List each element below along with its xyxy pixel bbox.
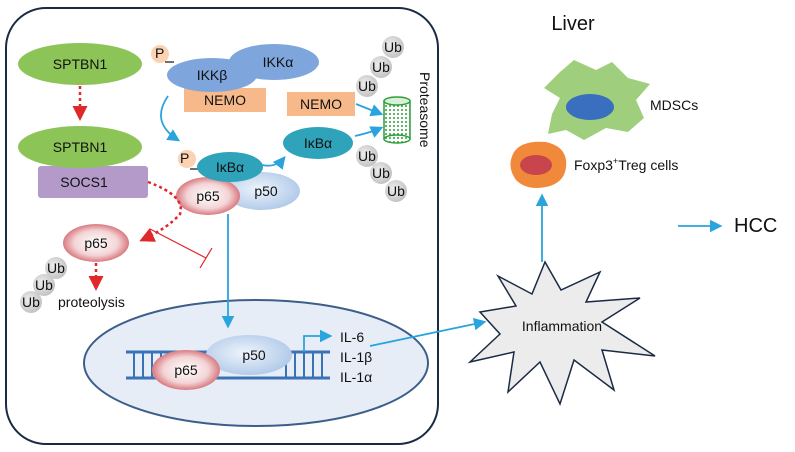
il6-label: IL-6: [340, 329, 364, 345]
ikba-to-proteasome-arrow: [354, 126, 384, 138]
sptbn1-mid-label: SPTBN1: [53, 139, 108, 155]
socs1-to-p65-arrow: [139, 180, 183, 242]
ub-label: Ub: [358, 78, 376, 94]
socs1-node: SOCS1: [38, 166, 148, 198]
liver-label: Liver: [551, 13, 595, 35]
ub-label: Ub: [372, 59, 390, 75]
proteasome-icon: [383, 96, 411, 144]
p65-ub-label: p65: [84, 235, 108, 251]
ikba-free-label: IκBα: [304, 135, 332, 151]
nemo-free-label: NEMO: [300, 96, 342, 112]
cytokine-to-inflammation-arrow: [369, 317, 487, 347]
ikk-to-ikba-arrow: [160, 95, 181, 142]
ikk-phospho-label: P: [155, 45, 164, 61]
p65-ub-node: p65 Ub Ub Ub: [20, 224, 129, 313]
mdscs-label: MDSCs: [650, 97, 698, 113]
ub-label: Ub: [35, 277, 53, 293]
treg-cell: [510, 141, 567, 188]
ikkb-label: IKKβ: [197, 67, 228, 83]
ikba-release-arrow: [261, 156, 286, 170]
il1a-label: IL-1α: [340, 369, 372, 385]
proteasome-label: Proteasome: [417, 72, 433, 148]
ub-chain-top: Ub Ub Ub: [356, 36, 404, 97]
proteolysis-label: proteolysis: [58, 294, 125, 310]
inhibition-line: [149, 228, 213, 269]
ub-label: Ub: [372, 165, 390, 181]
ikk-complex: P NEMO IKKα IKKβ: [151, 44, 319, 112]
ikka-label: IKKα: [263, 54, 294, 70]
inflammation-burst: Inflammation: [467, 260, 656, 407]
p50-nuc-label: p50: [242, 347, 266, 363]
p65-nuc-label: p65: [174, 362, 198, 378]
ub-label: Ub: [384, 39, 402, 55]
il1b-label: IL-1β: [340, 349, 372, 365]
socs1-label: SOCS1: [60, 174, 108, 190]
p65-cyto-label: p65: [196, 188, 220, 204]
ub-label: Ub: [358, 148, 376, 164]
ikba-phospho-label: P: [180, 150, 189, 166]
nfkb-nucleus-complex: p50 p65: [152, 335, 292, 390]
nemo-to-proteasome-arrow: [355, 103, 384, 117]
nemo-free-node: NEMO: [287, 92, 355, 116]
nemo-complex-label: NEMO: [204, 92, 246, 108]
mdsc-cell: [544, 60, 650, 140]
ub-chain-bottom: Ub Ub Ub: [356, 145, 407, 202]
ub-label: Ub: [22, 294, 40, 310]
sptbn1-top-label: SPTBN1: [53, 56, 108, 72]
hcc-label: HCC: [734, 215, 777, 237]
nfkb-cytoplasm-complex: P p50 p65 IκBα: [176, 150, 300, 215]
treg-label: Foxp3+Treg cells: [574, 156, 678, 173]
sptbn1-mid-node: SPTBN1: [18, 126, 142, 168]
inflammation-label: Inflammation: [522, 318, 602, 334]
transcription-arrow: [303, 329, 333, 352]
ikba-bound-label: IκBα: [216, 159, 244, 175]
ikba-free-node: IκBα: [283, 127, 353, 159]
p50-cyto-label: p50: [254, 183, 278, 199]
sptbn1-top-node: SPTBN1: [18, 43, 142, 85]
ub-label: Ub: [47, 260, 65, 276]
ub-label: Ub: [387, 183, 405, 199]
